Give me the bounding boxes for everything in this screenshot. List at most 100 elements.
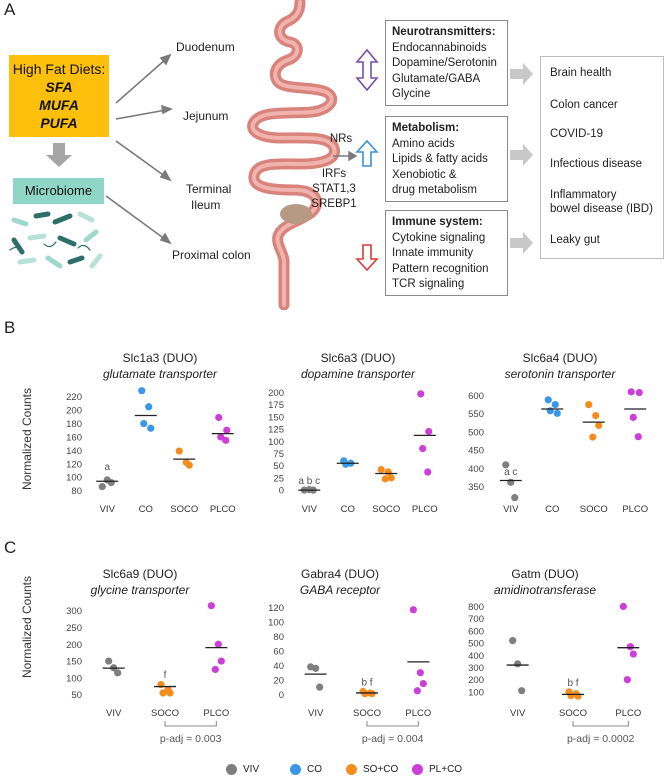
y-tick-label: 80 [71,486,82,497]
comparison-bracket [164,721,217,727]
significance-letters: a c [504,467,517,478]
panel-b-y-axis-label: Normalized Counts [20,387,34,491]
significance-letters: f [164,670,167,681]
y-tick-label: 700 [468,614,484,625]
chart-gene: Gabra4 (DUO) [300,567,380,581]
x-tick-label: SOCO [353,708,381,719]
data-point [551,400,559,409]
data-point [342,460,350,468]
y-tick-label: 400 [468,651,484,662]
legend-marker [290,764,301,775]
neuro-item: Dopamine/Serotonin [392,57,497,69]
chart-gene: Slc6a3 (DUO) [320,351,396,365]
y-tick-label: 220 [66,392,82,403]
mechanism-arrow [333,150,358,162]
x-tick-label: CO [139,504,153,515]
data-point [635,388,643,397]
y-tick-label: 180 [66,419,82,430]
y-tick-label: 300 [468,663,484,674]
y-tick-label: 60 [273,647,284,658]
legend-label: PL+CO [429,764,463,775]
y-tick-label: 600 [468,626,484,637]
diet-to-microbiome-arrow [46,143,72,167]
data-point [312,664,320,672]
data-point [381,475,389,483]
x-tick-label: CO [341,504,355,515]
y-tick-label: 100 [268,437,284,448]
data-point [574,692,582,700]
y-tick-label: 175 [268,400,284,411]
chart-function: glutamate transporter [102,367,218,381]
y-tick-label: 160 [66,432,82,443]
outcome-inflammatory: Inflammatory [550,189,617,201]
outcome-arrows [510,63,533,254]
x-tick-label: VIV [100,504,116,515]
immune-item: Innate immunity [392,247,474,259]
y-tick-label: 100 [66,673,82,684]
neurotransmitters-box: Neurotransmitters: Endocannabinoids Dopa… [385,20,508,106]
data-point [140,419,148,428]
y-tick-label: 0 [279,486,284,497]
mechanism-nrs: NRs [329,133,353,145]
chart-title-slc6a9: Slc6a9 (DUO) glycine transporter [65,566,215,598]
metabolism-item: Lipids & fatty acids [392,153,488,165]
neuro-item: Endocannabinoids [392,41,487,54]
data-point [361,690,369,698]
x-tick-label: CO [545,504,559,515]
p-adj-label: p-adj = 0.003 [160,733,222,745]
panel-letter-c: C [4,538,17,557]
y-tick-label: 100 [268,618,284,629]
data-point [185,461,193,469]
x-tick-label: VIV [106,708,122,719]
data-point [634,433,642,441]
legend-label: CO [307,764,322,775]
outcome-infectious-disease: Infectious disease [550,158,643,170]
legend-marker [346,764,357,775]
y-tick-label: 550 [468,409,484,420]
x-tick-label: VIV [308,708,324,719]
data-point [409,606,417,614]
chart-function: dopamine transporter [300,367,416,381]
data-point [553,409,561,417]
x-tick-label: VIV [503,504,519,515]
data-point [623,676,631,684]
legend-marker [226,764,237,775]
p-adj-label: p-adj = 0.0002 [567,733,635,745]
y-tick-label: 100 [468,687,484,698]
mechanism-srebp1: SREBP1 [311,198,357,210]
y-tick-label: 25 [273,473,284,484]
data-point [595,421,603,429]
outcome-ibd: bowel disease (IBD) [550,203,653,215]
y-tick-label: 120 [268,603,284,614]
diet-mufa: MUFA [39,97,79,113]
x-tick-label: PLCO [203,708,229,719]
x-tick-label: SOCO [559,708,587,719]
chart-title-gatm: Gatm (DUO) amidinotransferase [470,566,620,598]
outcome-leaky-gut: Leaky gut [550,234,600,246]
y-tick-label: 40 [273,661,284,672]
data-point [419,444,427,453]
segment-jejunum: Jejunum [183,109,229,123]
segment-duodenum: Duodenum [176,40,235,54]
immune-system-box: Immune system: Cytokine signaling Innate… [385,210,508,296]
y-tick-label: 200 [66,406,82,417]
data-point [629,650,637,658]
data-point [589,433,597,441]
up-arrow-icon [355,139,379,167]
significance-letters: b f [567,678,578,689]
data-point [147,424,155,432]
x-tick-label: SOCO [170,504,198,515]
data-point [215,413,223,422]
data-point [138,387,146,395]
significance-letters: b f [361,678,372,689]
data-point [98,483,106,491]
double-arrow-icon [355,48,379,92]
y-tick-label: 500 [468,427,484,438]
chart-function: glycine transporter [90,583,190,597]
metabolism-box: Metabolism: Amino acids Lipids & fatty a… [385,116,508,202]
outcomes-box: Brain health Colon cancer COVID-19 Infec… [540,56,664,259]
segment-proximal-colon: Proximal colon [172,248,251,262]
